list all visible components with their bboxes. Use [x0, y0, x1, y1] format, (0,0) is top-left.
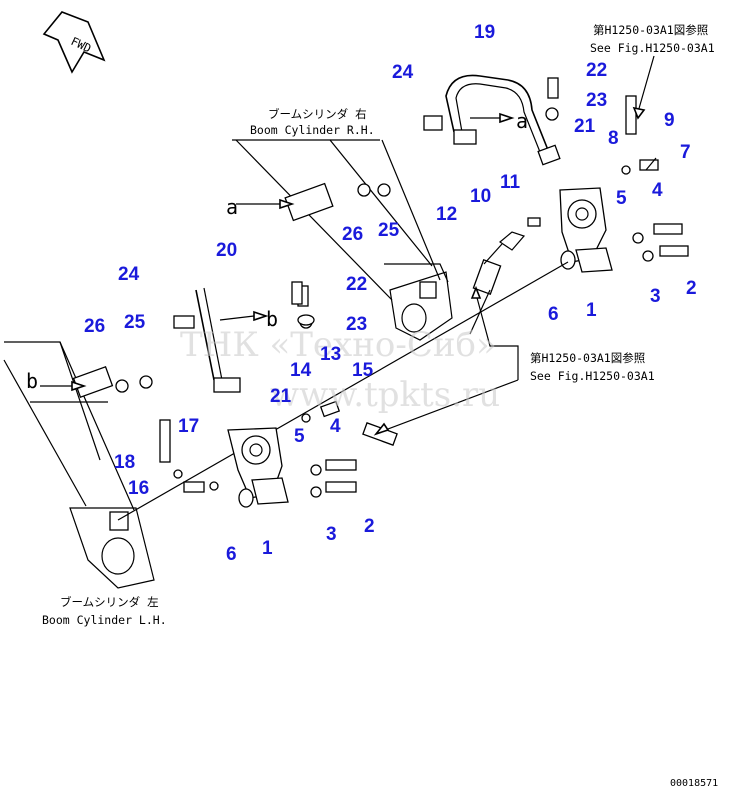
callout-2: 2	[686, 278, 697, 299]
cyl-lh-jp: ブームシリンダ 左	[60, 595, 159, 609]
valve-assembly-lower	[159, 285, 398, 508]
callout-24: 24	[392, 62, 414, 83]
callout-3: 3	[326, 524, 337, 545]
footer-code: 00018571	[670, 778, 718, 789]
fwd-arrow-icon: FWD	[42, 11, 106, 74]
watermark-line1: ТНК «Техно-Сиб»	[180, 325, 497, 365]
callout-15: 15	[352, 360, 374, 381]
tube-20	[195, 287, 269, 393]
callout-5: 5	[616, 188, 627, 209]
callout-5: 5	[294, 426, 305, 447]
tube-19	[445, 74, 561, 166]
ref-top-en: See Fig.H1250-03A1	[590, 41, 715, 55]
callout-22: 22	[346, 274, 367, 295]
callout-25: 25	[378, 220, 400, 241]
callout-23: 23	[586, 90, 607, 111]
callout-6: 6	[226, 544, 237, 565]
callout-23: 23	[346, 314, 367, 335]
watermark-line2: www.tpkts.ru	[270, 375, 500, 415]
valve-assembly-upper	[117, 77, 689, 521]
callout-3: 3	[650, 286, 661, 307]
callout-6: 6	[548, 304, 559, 325]
ref-mid-jp: 第H1250-03A1図参照	[530, 351, 645, 365]
marker-b-right: b	[266, 307, 278, 331]
cyl-lh-en: Boom Cylinder L.H.	[42, 613, 167, 627]
cyl-rh-en: Boom Cylinder R.H.	[250, 123, 375, 137]
part-callouts: 19 24 22 23 21 8 9 7 11 10 12 5 4 26 25 …	[84, 22, 697, 565]
callout-18: 18	[114, 452, 135, 473]
callout-21: 21	[270, 386, 292, 407]
callout-14: 14	[290, 360, 312, 381]
callout-1: 1	[262, 538, 273, 559]
callout-1: 1	[586, 300, 597, 321]
callout-26: 26	[84, 316, 105, 337]
callout-17: 17	[178, 416, 199, 437]
callout-4: 4	[330, 416, 341, 437]
marker-b-left: b	[26, 369, 38, 393]
callout-8: 8	[608, 128, 619, 149]
callout-22: 22	[586, 60, 607, 81]
callout-2: 2	[364, 516, 375, 537]
callout-19: 19	[474, 22, 495, 43]
callout-25: 25	[124, 312, 146, 333]
callout-26: 26	[342, 224, 363, 245]
marker-a-upper: a	[516, 109, 528, 133]
callout-16: 16	[128, 478, 149, 499]
callout-12: 12	[436, 204, 457, 225]
callout-4: 4	[652, 180, 663, 201]
fasteners	[115, 115, 443, 393]
callout-11: 11	[500, 172, 521, 193]
callout-13: 13	[320, 344, 341, 365]
ref-top-jp: 第H1250-03A1図参照	[593, 23, 708, 37]
callout-21: 21	[574, 116, 596, 137]
boom-cylinder-rh	[232, 139, 453, 341]
callout-10: 10	[470, 186, 491, 207]
callout-9: 9	[664, 110, 675, 131]
ref-mid-en: See Fig.H1250-03A1	[530, 369, 655, 383]
callout-7: 7	[680, 142, 691, 163]
leader-lines	[40, 55, 655, 436]
cyl-rh-jp: ブームシリンダ 右	[268, 107, 367, 121]
marker-a-left: a	[226, 195, 238, 219]
callout-20: 20	[216, 240, 237, 261]
callout-24: 24	[118, 264, 140, 285]
